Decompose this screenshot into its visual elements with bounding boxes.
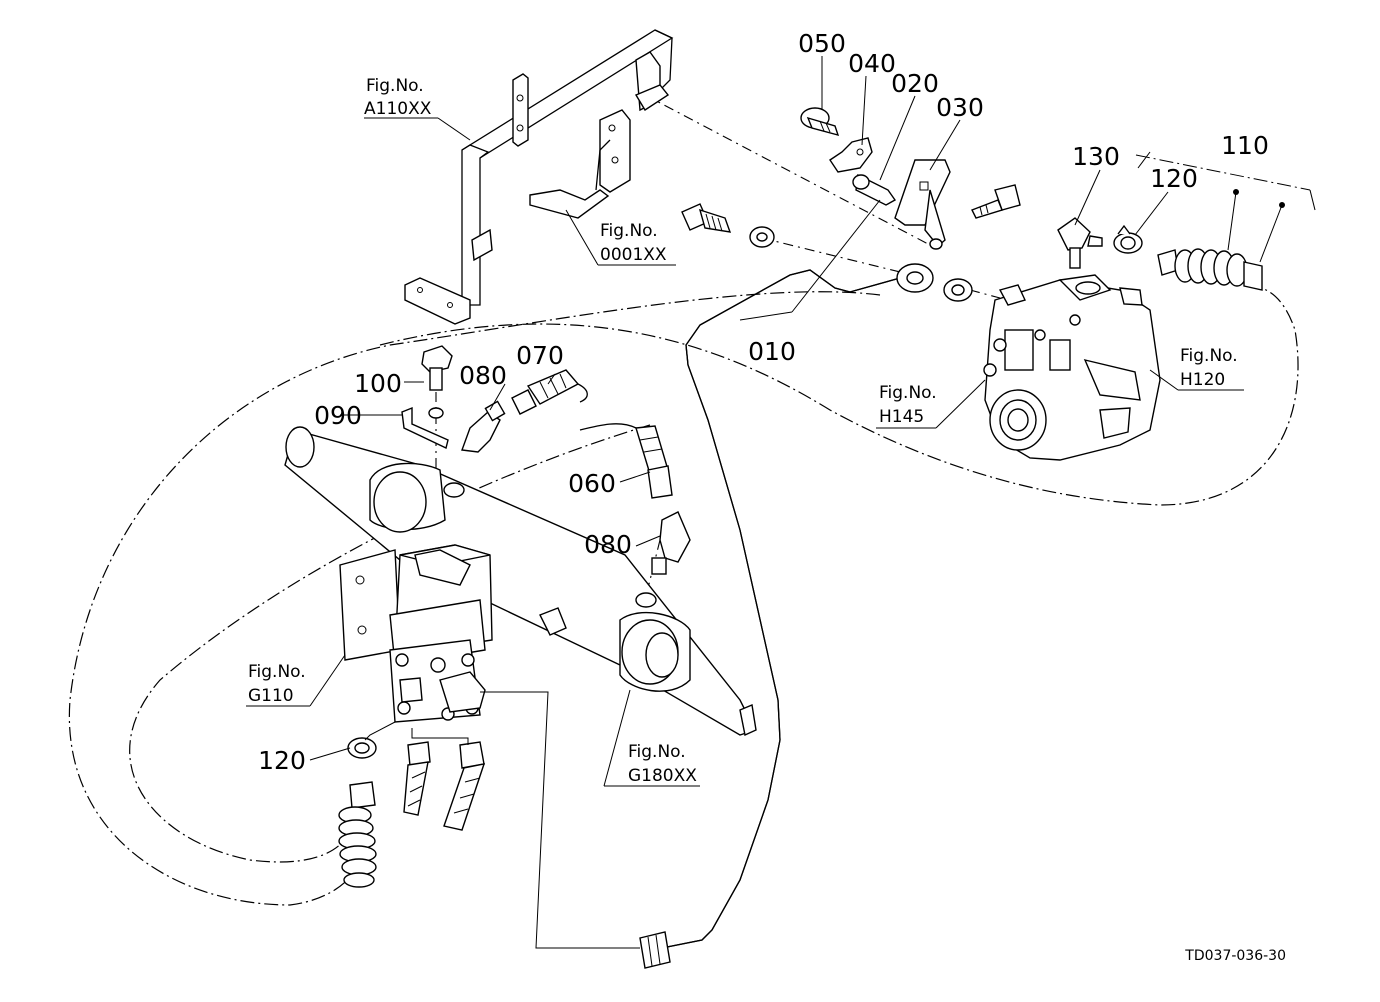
label-020: 020	[891, 69, 939, 98]
fig-ref-a110-code: A110XX	[364, 99, 432, 119]
fig-ref-g110-code: G110	[248, 686, 294, 706]
label-050: 050	[798, 29, 846, 58]
label-010: 010	[748, 337, 796, 366]
fig-ref-h145-prefix: Fig.No.	[879, 383, 937, 403]
hose-clamp-120-right	[1113, 224, 1143, 254]
fig-ref-h120-code: H120	[1180, 370, 1225, 390]
elbow-fitting-130	[1057, 217, 1103, 269]
fig-ref-g110-prefix: Fig.No.	[248, 662, 306, 682]
label-080-upper: 080	[459, 361, 507, 390]
bolt-050	[800, 107, 840, 137]
axis-line-5	[644, 94, 931, 246]
clamp-040	[829, 137, 873, 173]
drawing-code: TD037-036-30	[1184, 948, 1286, 964]
label-090: 090	[314, 401, 362, 430]
sealing-washer	[749, 226, 973, 302]
label-070: 070	[516, 341, 564, 370]
label-110: 110	[1221, 131, 1269, 160]
bolt-lever	[971, 184, 1021, 219]
shaft-port-1	[443, 482, 465, 498]
fig-ref-a110-prefix: Fig.No.	[366, 76, 424, 96]
lever-030	[894, 159, 951, 250]
support-bracket	[529, 109, 631, 219]
label-060: 060	[568, 469, 616, 498]
connect-line-3	[364, 721, 396, 741]
fig-ref-h120-prefix: Fig.No.	[1180, 346, 1238, 366]
label-120-left: 120	[258, 746, 306, 775]
leader-lines	[246, 56, 1316, 787]
elbow-fitting-080-lower	[651, 511, 691, 575]
bolt-100	[421, 345, 453, 391]
drive-shaft	[284, 426, 757, 737]
label-080-lower: 080	[584, 530, 632, 559]
hose-070	[511, 369, 580, 415]
fig-ref-h145-code: H145	[879, 407, 924, 427]
fig-ref-g180-code: G180XX	[628, 766, 697, 786]
label-120-right: 120	[1150, 164, 1198, 193]
fig-ref-0001-code: 0001XX	[600, 245, 667, 265]
hydraulic-pump-assembly	[983, 274, 1161, 461]
axis-line-6	[761, 237, 901, 273]
clip-090	[401, 406, 449, 449]
control-valve-block	[339, 544, 493, 723]
label-130: 130	[1072, 142, 1120, 171]
suction-hose-110	[1157, 248, 1263, 291]
label-100: 100	[354, 369, 402, 398]
hose-left-bellows	[338, 737, 377, 888]
pipe-end-fitting	[639, 931, 671, 969]
banjo-fitting	[896, 263, 934, 293]
hose-060	[635, 425, 673, 499]
connect-line-1	[480, 691, 640, 949]
axis-line-7	[969, 289, 1001, 299]
hydraulic-pipe-010	[661, 269, 901, 949]
hose-070-line	[577, 383, 588, 403]
mounting-bracket-frame	[404, 29, 674, 325]
label-030: 030	[936, 93, 984, 122]
connect-line-2	[411, 728, 469, 745]
banjo-bolt	[681, 203, 732, 233]
elbow-fitting-080-upper	[461, 400, 506, 453]
fig-ref-g180-prefix: Fig.No.	[628, 742, 686, 762]
label-040: 040	[848, 49, 896, 78]
hose-middle-spiral	[403, 741, 431, 816]
hose-060-line	[579, 423, 637, 431]
hose-routing-dashed-loop-2	[379, 287, 1299, 506]
fig-ref-0001-prefix: Fig.No.	[600, 221, 658, 241]
hose-right-spiral	[443, 741, 486, 831]
shaft-port-2	[635, 592, 657, 608]
hose-routing-dashed-loop	[68, 291, 881, 906]
collar-020	[852, 173, 897, 206]
